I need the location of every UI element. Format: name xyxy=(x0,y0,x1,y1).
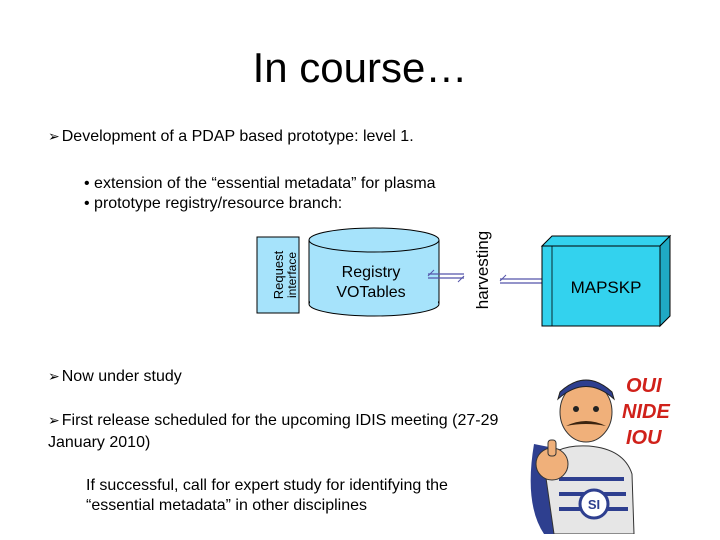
registry-label: Registry xyxy=(342,264,401,281)
slide-title: In course… xyxy=(252,44,468,91)
bullet-text: First release scheduled for the upcoming… xyxy=(48,412,499,451)
registry-cylinder: Registry VOTables xyxy=(308,227,440,317)
bullet-text: Development of a PDAP based prototype: l… xyxy=(61,128,414,145)
request-interface-label-2: interface xyxy=(285,252,299,298)
request-interface-box: Request interface xyxy=(256,236,300,314)
sub-bullet-extension: • extension of the “essential metadata” … xyxy=(84,175,436,192)
sub-bullet-registry: • prototype registry/resource branch: xyxy=(84,195,343,212)
svg-text:SI: SI xyxy=(588,497,600,512)
note-text: If successful, call for expert study for… xyxy=(86,477,448,514)
poster-image: SI OUI NIDE IOU xyxy=(514,354,676,534)
double-arrow-left xyxy=(427,269,465,283)
mapskp-box: MAPSKP xyxy=(540,234,672,328)
bullet-development: ➢Development of a PDAP based prototype: … xyxy=(48,128,414,146)
arrow-bullet-icon: ➢ xyxy=(48,129,60,145)
bullet-text: Now under study xyxy=(61,368,182,385)
poster-lettering: OUI NIDE IOU xyxy=(622,375,670,449)
si-badge: SI xyxy=(578,488,610,520)
svg-text:NIDE: NIDE xyxy=(622,401,670,423)
bullet-first-release: ➢First release scheduled for the upcomin… xyxy=(48,410,518,454)
sub-bullet-list: • extension of the “essential metadata” … xyxy=(84,174,436,214)
svg-text:IOU: IOU xyxy=(626,427,662,449)
votables-label: VOTables xyxy=(336,284,405,301)
arrow-bullet-icon: ➢ xyxy=(48,369,60,385)
mapskp-label: MAPSKP xyxy=(571,278,642,297)
request-interface-label: Request xyxy=(271,250,286,299)
arrow-bullet-icon: ➢ xyxy=(48,413,60,429)
svg-text:OUI: OUI xyxy=(626,375,662,397)
bullet-under-study: ➢Now under study xyxy=(48,368,182,386)
harvesting-label: harvesting xyxy=(473,231,492,309)
